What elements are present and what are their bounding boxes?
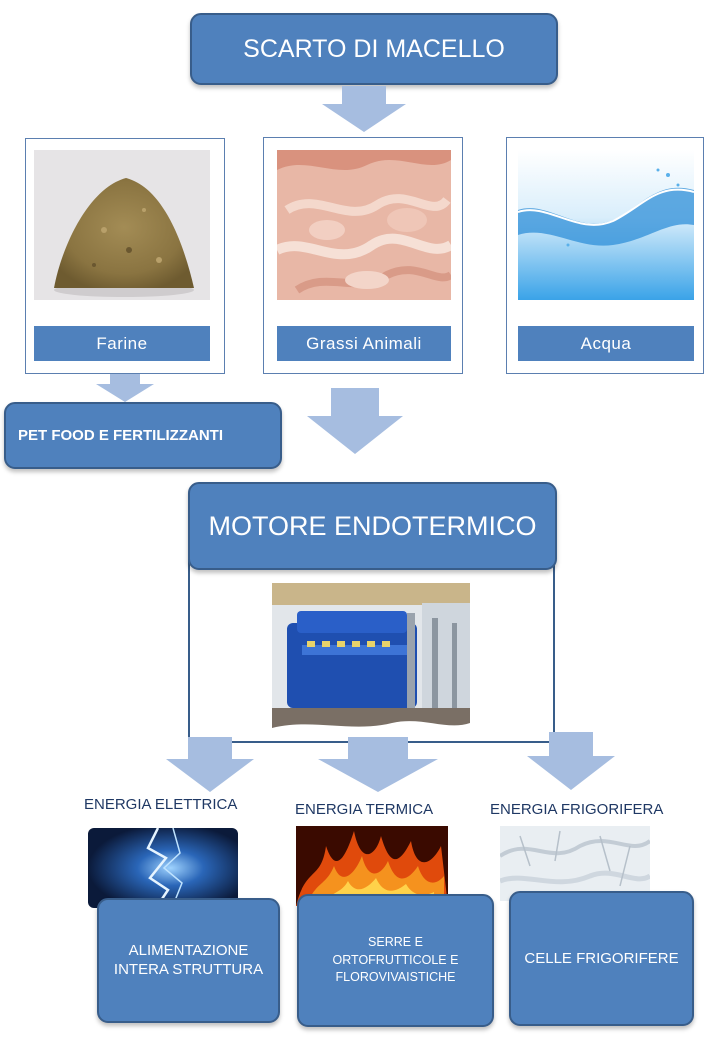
use-electric: ALIMENTAZIONE INTERA STRUTTURA: [113, 941, 264, 978]
down-arrow-top: [322, 86, 406, 132]
down-arrow-farine: [96, 374, 154, 402]
use-box-cooling: CELLE FRIGORIFERE: [509, 891, 694, 1026]
byproduct-box: PET FOOD E FERTILIZZANTI: [4, 402, 282, 469]
flames-photo: [296, 826, 448, 906]
engine-title: MOTORE ENDOTERMICO: [208, 510, 537, 541]
fat-photo: [277, 150, 451, 300]
input-card-farine: Farine: [25, 138, 225, 374]
use-thermal: SERRE E ORTOFRUTTICOLE E FLOROVIVAISTICH…: [332, 935, 459, 985]
use-box-thermal: SERRE E ORTOFRUTTICOLE E FLOROVIVAISTICH…: [297, 894, 494, 1027]
top-title-box: SCARTO DI MACELLO: [190, 13, 558, 85]
energy-title-thermal: ENERGIA TERMICA: [295, 801, 434, 818]
frost-photo: [500, 826, 650, 901]
energy-title-electric: ENERGIA ELETTRICA: [84, 796, 238, 813]
use-box-electric: ALIMENTAZIONE INTERA STRUTTURA: [97, 898, 280, 1023]
use-cooling: CELLE FRIGORIFERE: [524, 950, 679, 967]
top-title: SCARTO DI MACELLO: [243, 34, 505, 63]
byproduct-label: PET FOOD E FERTILIZZANTI: [18, 427, 223, 444]
input-card-grassi: Grassi Animali: [263, 137, 463, 374]
farine-label-text: Farine: [96, 333, 148, 353]
electricity-photo: [88, 828, 238, 908]
energy-title-cooling: ENERGIA FRIGORIFERA: [490, 801, 664, 818]
acqua-label-text: Acqua: [580, 333, 632, 353]
input-label-grassi: Grassi Animali: [277, 326, 451, 361]
powder-photo: [34, 150, 210, 300]
input-label-acqua: Acqua: [518, 326, 694, 361]
engine-title-box: MOTORE ENDOTERMICO: [188, 482, 557, 570]
down-arrow-engine: [307, 388, 403, 454]
grassi-label-text: Grassi Animali: [306, 333, 422, 353]
down-arrow-electric: [166, 737, 254, 792]
down-arrow-cooling: [527, 732, 615, 790]
down-arrow-thermal: [318, 737, 438, 792]
water-splash-photo: [518, 150, 694, 300]
input-label-farine: Farine: [34, 326, 210, 361]
engine-photo: [272, 583, 470, 733]
input-card-acqua: Acqua: [506, 137, 704, 374]
